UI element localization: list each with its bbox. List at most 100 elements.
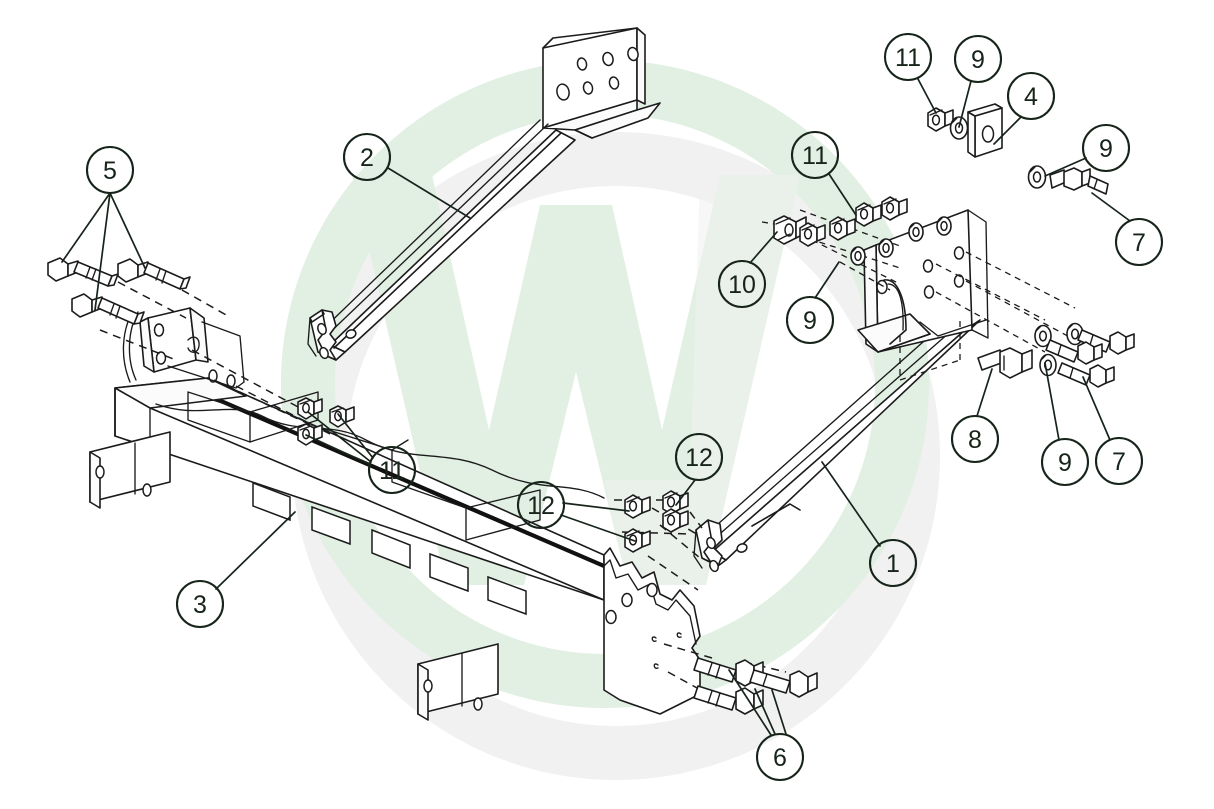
hex-bolt (693, 685, 764, 715)
callout-11[interactable]: 11 (305, 411, 417, 495)
callout-leader-line (305, 434, 372, 466)
callout-balloon[interactable] (790, 130, 840, 180)
callout-number: 5 (103, 157, 117, 185)
flat-washer (850, 246, 866, 266)
callout-10[interactable]: 10 (717, 231, 778, 309)
callout-leader-line (387, 167, 471, 219)
callout-5[interactable]: 5 (61, 145, 146, 311)
part-7-bolt-right-upper (1049, 167, 1109, 195)
callout-balloon[interactable] (1114, 217, 1164, 267)
callout-leader-line (771, 689, 787, 735)
hex-bolt (71, 293, 145, 325)
callout-1[interactable]: 1 (821, 461, 918, 588)
callout-leader-line (61, 192, 111, 263)
callout-leader-line (215, 511, 296, 590)
callout-balloon[interactable] (755, 732, 805, 782)
callout-leader-line (821, 461, 881, 547)
callout-12[interactable]: 12 (674, 432, 724, 506)
callout-leader-line (562, 502, 630, 512)
hex-bolt (117, 258, 191, 290)
callout-9[interactable]: 9 (785, 261, 840, 345)
callout-balloon[interactable] (342, 132, 392, 182)
callout-balloon[interactable] (785, 295, 835, 345)
callout-leader-line (1091, 192, 1131, 222)
callout-9[interactable]: 9 (1040, 362, 1090, 487)
callout-balloon[interactable] (175, 579, 225, 629)
callout-number: 7 (1112, 448, 1126, 476)
callout-balloon[interactable] (950, 414, 1000, 464)
callout-number: 9 (1099, 135, 1113, 163)
flange-lock-nut (624, 494, 651, 519)
flange-lock-nut (297, 423, 323, 446)
part-12-nut-cluster-center (624, 490, 689, 553)
callout-balloon[interactable] (717, 259, 767, 309)
callout-2[interactable]: 2 (342, 132, 471, 219)
callout-number: 9 (971, 46, 985, 74)
callout-6[interactable]: 6 (728, 669, 805, 782)
callout-balloon[interactable] (868, 538, 918, 588)
callout-9[interactable]: 9 (1044, 123, 1131, 177)
hex-bolt (749, 669, 818, 698)
callout-balloon[interactable] (883, 32, 933, 82)
part-8-bolt (977, 347, 1033, 379)
callout-number: 9 (1058, 449, 1072, 477)
callout-leader-line (1082, 376, 1111, 441)
callout-leader-line (728, 669, 772, 736)
flat-washer (1034, 324, 1052, 348)
callout-leader-line (976, 368, 993, 417)
callout-7[interactable]: 7 (1091, 192, 1164, 267)
callout-leader-line (814, 261, 840, 299)
callout-leader-line (917, 78, 937, 114)
hex-bolt (1077, 329, 1135, 355)
callout-number: 11 (802, 142, 828, 170)
callout-leader-line (94, 192, 111, 311)
part-11-nut-cluster-left (297, 397, 355, 446)
callout-number: 3 (193, 591, 207, 619)
flat-washer (936, 216, 952, 236)
callout-balloon[interactable] (1040, 437, 1090, 487)
callout-leader-line (337, 413, 374, 459)
callout-leader-line (754, 688, 776, 735)
callout-balloon[interactable] (85, 145, 135, 195)
callout-balloon[interactable] (1006, 71, 1056, 121)
part-7-9-bolt-cluster-right (1034, 322, 1135, 388)
part-2-left-mount-rail (307, 27, 661, 361)
callout-number: 11 (895, 44, 921, 72)
callout-4[interactable]: 4 (993, 71, 1056, 145)
part-4-square-spacer (967, 103, 1003, 158)
part-6-bolt-group (693, 657, 818, 715)
callout-leader-line (1044, 362, 1060, 441)
flange-lock-nut (829, 216, 856, 241)
callout-11[interactable]: 11 (790, 130, 857, 216)
callout-number: 12 (685, 444, 713, 472)
callout-9[interactable]: 9 (953, 34, 1003, 128)
flat-washer (878, 238, 894, 258)
callout-leader-line (560, 514, 636, 542)
callout-balloon[interactable] (674, 432, 724, 482)
callout-7[interactable]: 7 (1082, 376, 1144, 486)
callout-leader-line (307, 411, 372, 463)
callout-8[interactable]: 8 (950, 368, 1000, 464)
callout-balloon[interactable] (516, 480, 566, 530)
callout-leader-line (828, 173, 857, 216)
callout-number: 2 (360, 144, 374, 172)
callout-balloon[interactable] (367, 445, 417, 495)
part-11-nut-cluster-right (799, 196, 952, 266)
callout-11[interactable]: 11 (883, 32, 937, 114)
flange-lock-nut (881, 196, 908, 221)
callout-balloon[interactable] (953, 34, 1003, 84)
callout-leader-line (109, 192, 146, 269)
callout-number: 4 (1024, 83, 1038, 111)
flange-lock-nut (329, 405, 355, 428)
watermark-letter-overlay-gray (604, 175, 800, 585)
callout-3[interactable]: 3 (175, 511, 296, 629)
callout-12[interactable]: 12 (516, 480, 636, 542)
callout-balloon[interactable] (1094, 436, 1144, 486)
hex-bolt (47, 257, 119, 287)
callout-balloon[interactable] (1081, 123, 1131, 173)
flange-lock-nut (662, 508, 689, 533)
part-1-right-mount-rail (693, 317, 981, 573)
